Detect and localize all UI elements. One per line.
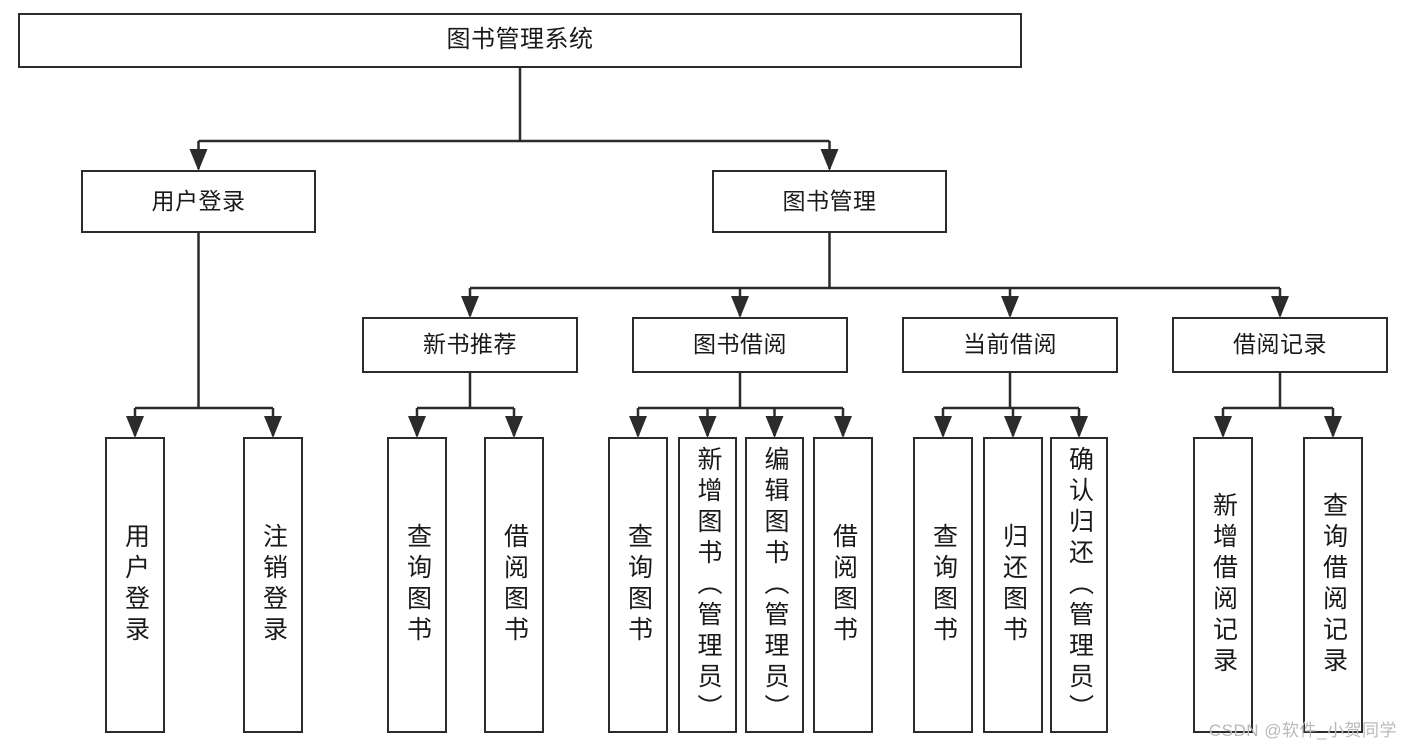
node-label: 查询借阅记录: [1319, 492, 1348, 678]
node-book-manage[interactable]: 图书管理: [712, 170, 947, 233]
node-user-login[interactable]: 用户登录: [81, 170, 316, 233]
arrow-head-icon: [820, 149, 839, 171]
node-label: 确认归还（管理员）: [1065, 445, 1094, 725]
node-label: 新书推荐: [423, 331, 517, 358]
node-root[interactable]: 图书管理系统: [18, 13, 1022, 68]
arrow-head-icon: [1271, 296, 1289, 318]
arrow-head-icon: [505, 416, 523, 438]
node-leaf-query-book-2[interactable]: 查询图书: [608, 437, 668, 733]
arrow-head-icon: [264, 416, 282, 438]
arrow-head-icon: [834, 416, 852, 438]
node-leaf-confirm-return[interactable]: 确认归还（管理员）: [1050, 437, 1108, 733]
arrow-head-icon: [1001, 296, 1019, 318]
node-new-book-rec[interactable]: 新书推荐: [362, 317, 578, 373]
node-label: 用户登录: [151, 187, 246, 214]
node-label: 借阅图书: [500, 523, 529, 647]
arrow-head-icon: [408, 416, 426, 438]
node-leaf-edit-book[interactable]: 编辑图书（管理员）: [745, 437, 804, 733]
node-leaf-query-record[interactable]: 查询借阅记录: [1303, 437, 1363, 733]
node-label: 图书管理: [782, 187, 877, 214]
arrow-head-icon: [1004, 416, 1022, 438]
node-leaf-borrow-book-2[interactable]: 借阅图书: [813, 437, 873, 733]
node-label: 查询图书: [929, 523, 958, 647]
arrow-head-icon: [1070, 416, 1088, 438]
node-label: 查询图书: [624, 523, 653, 647]
node-label: 图书借阅: [693, 331, 787, 358]
node-label: 当前借阅: [963, 331, 1057, 358]
node-label: 新增借阅记录: [1209, 492, 1238, 678]
node-label: 归还图书: [999, 523, 1028, 647]
arrow-head-icon: [934, 416, 952, 438]
node-borrow-record[interactable]: 借阅记录: [1172, 317, 1388, 373]
arrow-head-icon: [629, 416, 647, 438]
arrow-head-icon: [189, 149, 208, 171]
arrow-head-icon: [765, 416, 784, 438]
node-current-borrow[interactable]: 当前借阅: [902, 317, 1118, 373]
node-label: 编辑图书（管理员）: [761, 445, 789, 725]
node-leaf-add-record[interactable]: 新增借阅记录: [1193, 437, 1253, 733]
node-leaf-user-login[interactable]: 用户登录: [105, 437, 165, 733]
arrow-head-icon: [126, 416, 144, 438]
node-leaf-add-book[interactable]: 新增图书（管理员）: [678, 437, 737, 733]
arrow-head-icon: [461, 296, 479, 318]
arrow-head-icon: [1324, 416, 1342, 438]
node-leaf-query-book-1[interactable]: 查询图书: [387, 437, 447, 733]
node-label: 注销登录: [259, 523, 288, 647]
node-leaf-user-logout[interactable]: 注销登录: [243, 437, 303, 733]
node-leaf-borrow-book-1[interactable]: 借阅图书: [484, 437, 544, 733]
node-leaf-return-book[interactable]: 归还图书: [983, 437, 1043, 733]
node-leaf-query-book-3[interactable]: 查询图书: [913, 437, 973, 733]
arrow-head-icon: [1214, 416, 1232, 438]
arrow-head-icon: [731, 296, 749, 318]
watermark: CSDN @软件_小贺同学: [1208, 721, 1397, 740]
arrow-head-icon: [698, 416, 717, 438]
node-label: 用户登录: [121, 523, 150, 647]
node-book-borrow[interactable]: 图书借阅: [632, 317, 848, 373]
node-label: 借阅记录: [1233, 331, 1327, 358]
node-label: 新增图书（管理员）: [694, 445, 722, 725]
node-label: 借阅图书: [829, 523, 858, 647]
node-label: 查询图书: [403, 523, 432, 647]
node-label: 图书管理系统: [446, 26, 594, 54]
